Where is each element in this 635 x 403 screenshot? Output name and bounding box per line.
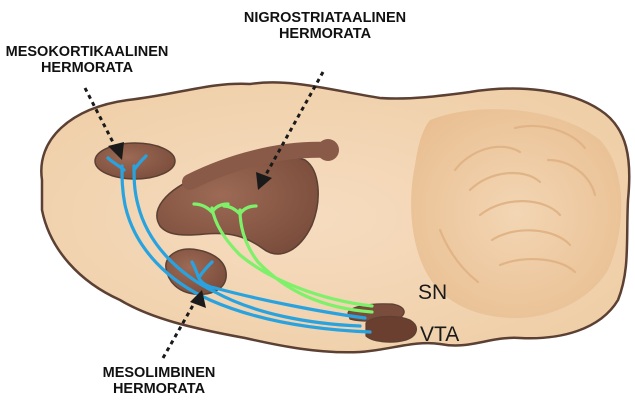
caudate-tail-end	[317, 139, 339, 161]
nigrostriatal-label: NIGROSTRIATAALINEN HERMORATA	[230, 10, 420, 42]
nigrostriatal-label-line2: HERMORATA	[230, 26, 420, 42]
mesolimbic-label: MESOLIMBINEN HERMORATA	[84, 365, 234, 397]
nigrostriatal-label-line1: NIGROSTRIATAALINEN	[230, 10, 420, 26]
mesocortical-label-line2: HERMORATA	[2, 60, 172, 76]
vta-region	[366, 316, 416, 342]
mesocortical-label-line1: MESOKORTIKAALINEN	[2, 44, 172, 60]
mesolimbic-label-line1: MESOLIMBINEN	[84, 365, 234, 381]
mesocortical-label: MESOKORTIKAALINEN HERMORATA	[2, 44, 172, 76]
vta-label: VTA	[420, 323, 480, 347]
sn-label: SN	[418, 281, 458, 305]
mesolimbic-label-line2: HERMORATA	[84, 381, 234, 397]
